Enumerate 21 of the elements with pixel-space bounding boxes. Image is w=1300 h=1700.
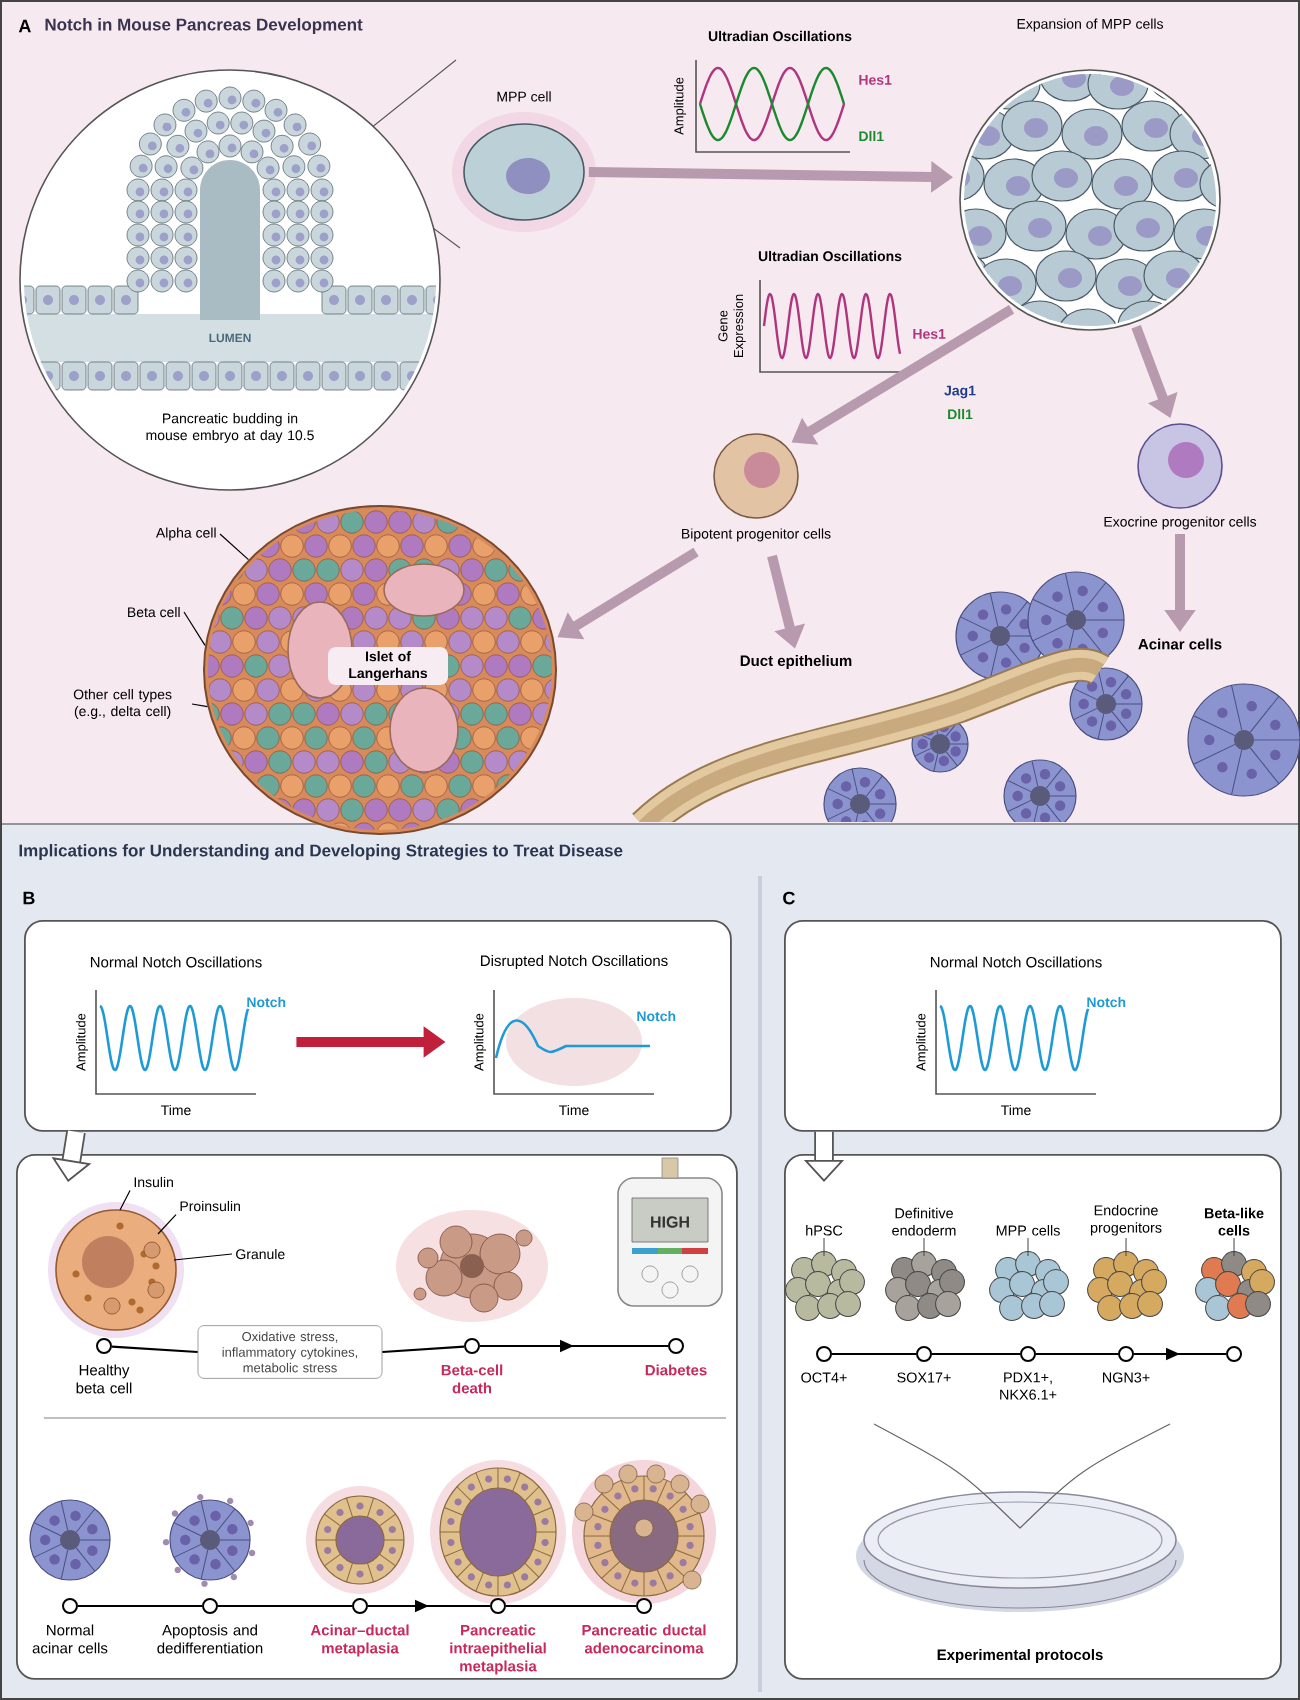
panel-title: Notch in Mouse Pancreas Development [45, 18, 363, 34]
timeline-line [78, 1604, 202, 1608]
leader-line [219, 533, 250, 561]
timeline-line [832, 1352, 916, 1356]
panel-box [784, 920, 1282, 1132]
panel-box [24, 920, 732, 1132]
timeline-line [111, 1345, 198, 1354]
timeline-line [1036, 1352, 1118, 1356]
panel-letter: B [23, 891, 35, 905]
timeline-line [506, 1604, 636, 1608]
leader-line [173, 1253, 233, 1261]
leader-line [157, 1213, 177, 1235]
panel-letter: A [18, 19, 31, 33]
panel-letter: C [783, 891, 795, 905]
section-heading: Implications for Understanding and Developing Strategies to Treat Disease [19, 844, 623, 860]
timeline-line [382, 1345, 465, 1354]
timeline-line [218, 1604, 352, 1608]
timeline-line [932, 1352, 1020, 1356]
leader-line [183, 611, 206, 646]
leader-line [119, 1189, 131, 1211]
leader-line [191, 703, 209, 708]
